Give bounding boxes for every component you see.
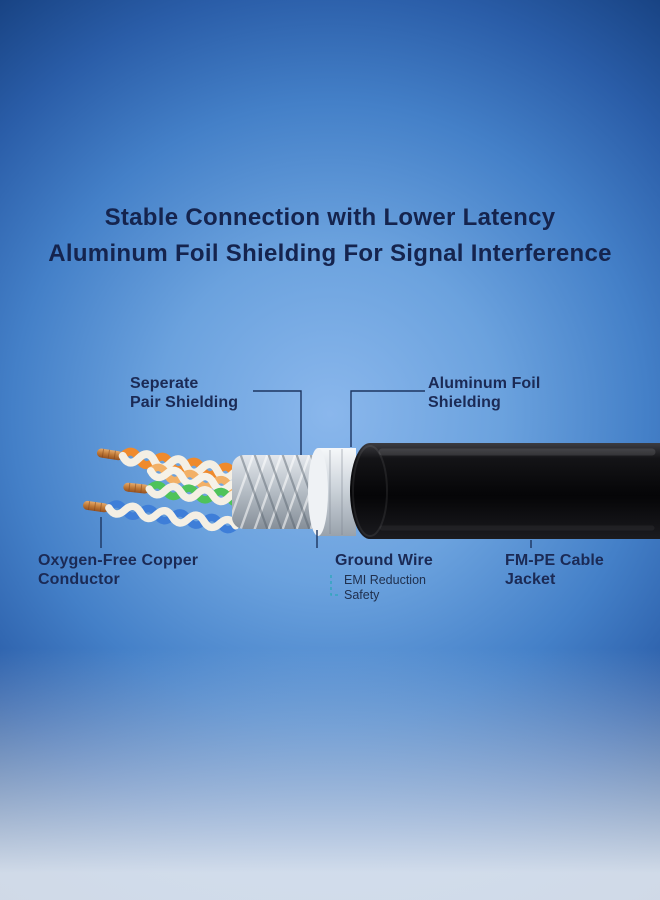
label-fm-pe-cable-jacket: FM-PE Cable Jacket [505,551,604,589]
label-emi-reduction-safety: EMI Reduction Safety [344,573,426,603]
callout-lines [100,390,532,548]
label-line: Seperate [130,375,199,392]
note-line: Safety [344,588,380,602]
headline-line-1: Stable Connection with Lower Latency [104,204,556,231]
twisted-pair-orange [96,447,254,485]
label-oxygen-free-copper-conductor: Oxygen-Free Copper Conductor [38,551,198,589]
label-line: Shielding [428,394,501,411]
aluminum-foil-wrap [308,448,356,536]
label-ground-wire: Ground Wire [335,551,433,570]
copper-conductor-tip [96,448,123,461]
cable-jacket [350,443,660,539]
braided-shield [232,455,324,529]
twisted-pair-green [123,481,249,507]
label-line: Ground Wire [335,552,433,569]
callout-line-pair-shielding [253,390,302,455]
callout-line-aluminum-foil [350,390,425,447]
callout-line-emi-note [330,575,339,596]
label-line: Jacket [505,571,556,588]
twisted-pair-white-orange [146,463,265,500]
headline: Stable Connection with Lower Latency Alu… [0,200,660,272]
headline-line-2: Aluminum Foil Shielding For Signal Inter… [48,240,612,267]
label-separate-pair-shielding: Seperate Pair Shielding [130,374,238,412]
label-line: Aluminum Foil [428,375,541,392]
label-line: Conductor [38,571,120,588]
copper-conductor-tip [123,482,150,494]
twisted-pair-blue [83,500,240,534]
label-line: FM-PE Cable [505,552,604,569]
note-line: EMI Reduction [344,573,426,587]
copper-conductor-tip [83,500,109,513]
label-line: Oxygen-Free Copper [38,552,199,569]
label-line: Pair Shielding [130,394,239,411]
label-aluminum-foil-shielding: Aluminum Foil Shielding [428,374,540,412]
